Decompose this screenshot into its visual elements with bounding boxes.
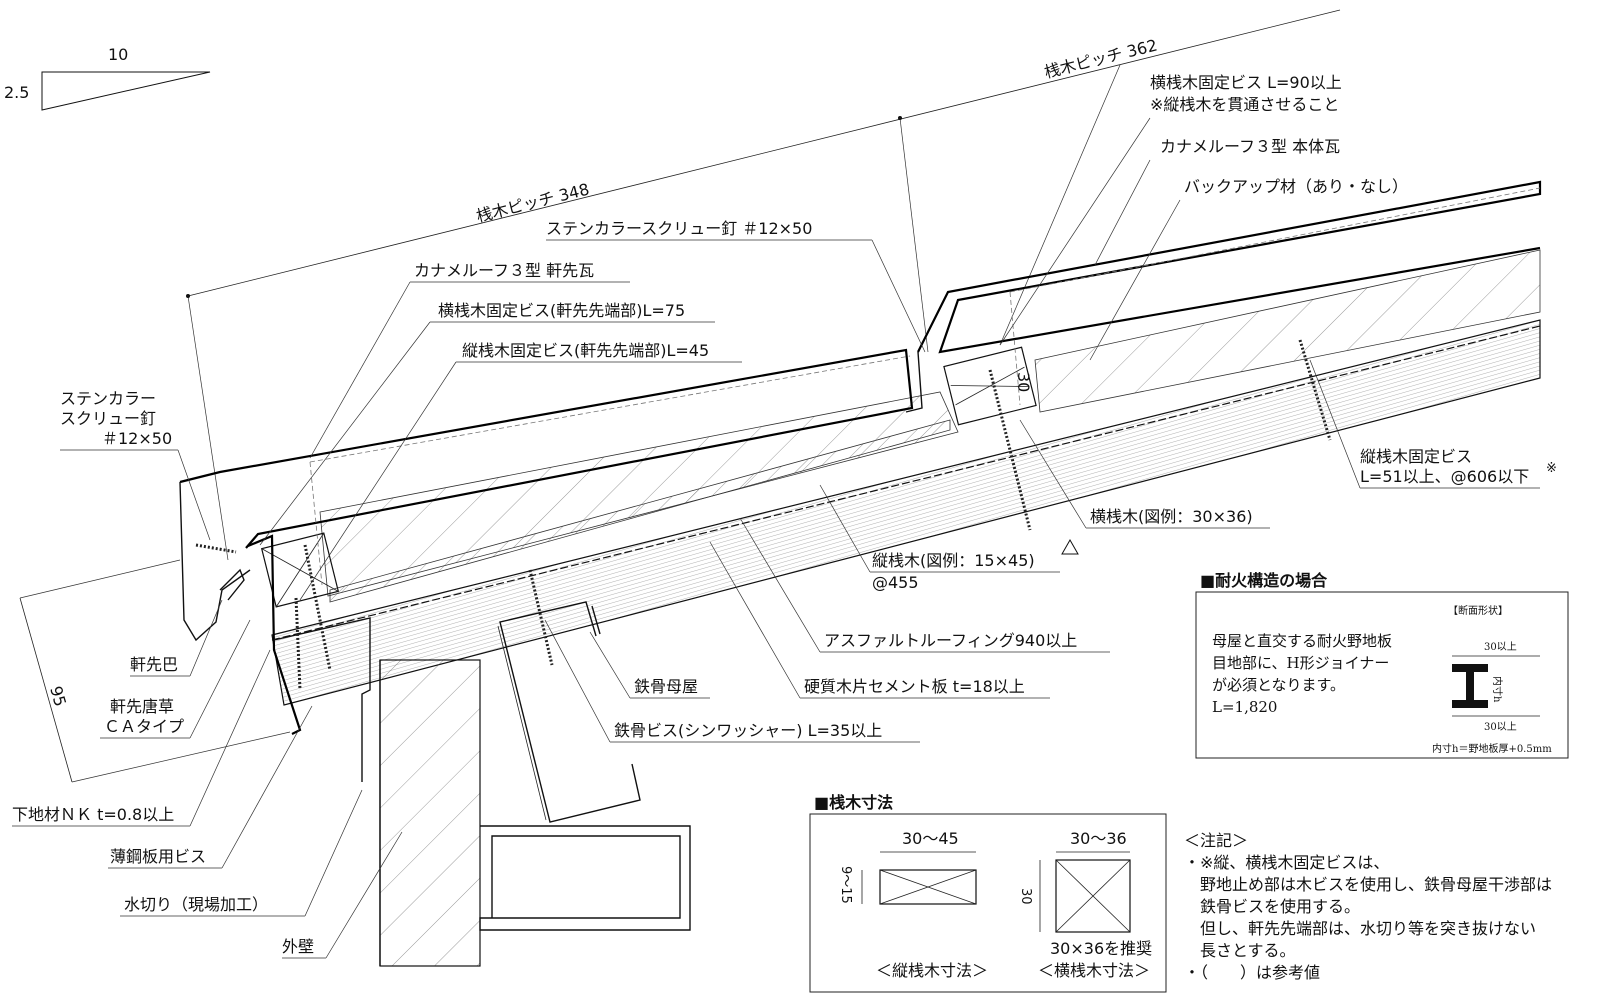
fire-box-text-1: 母屋と直交する耐火野地板 [1212,632,1392,650]
notes-heading: ＜注記＞ [1184,831,1248,850]
fire-box-section-label: 【断面形状】 [1448,604,1508,617]
batten-tate-caption: ＜縦桟木寸法＞ [876,961,988,980]
steel-purlin [479,601,691,931]
label-left-nail-1: ステンカラー [60,389,156,408]
label-asphalt: アスファルトルーフィング940以上 [824,631,1077,650]
tatesan-section-rect [879,869,977,905]
yokosan-batten-upper [943,346,1037,426]
label-left-nail-3: ＃12×50 [102,429,172,448]
fire-box-text-3: が必須となります。 [1212,676,1345,694]
label-base-nk: 下地材ＮＫ t=0.8以上 [12,805,174,824]
notes-line-3: 鉄骨ビスを使用する。 [1200,897,1360,916]
exterior-wall [379,659,481,967]
batten-yoko-width: 30～36 [1070,829,1127,848]
dim-30-batten: 30 [1014,372,1033,392]
eave-dimension-95: 95 [19,559,291,783]
label-screw-nail: ステンカラースクリュー釘 ＃12×50 [546,219,812,238]
batten-yoko-caption: ＜横桟木寸法＞ [1038,961,1150,980]
batten-tate-height: 9～15 [838,866,853,904]
labels: 横桟木固定ビス L=90以上 ※縦桟木を貫通させること カナメルーフ３型 本体瓦… [12,73,1557,956]
fire-box-text-2: 目地部に、H形ジョイナー [1212,654,1389,672]
label-eave-karakusa-2: ＣＡタイプ [104,717,184,736]
notes-line-4: 但し、軒先先端部は、水切り等を突き抜けない [1200,919,1536,938]
label-yokosan-screw-eave: 横桟木固定ビス(軒先先端部)L=75 [438,301,685,320]
slope-run: 10 [108,45,128,64]
batten-tate-width: 30～45 [902,829,959,848]
label-left-nail-2: スクリュー釘 [60,409,156,428]
h-joiner-icon [1452,664,1488,708]
label-tatesan-screw-mark: ※ [1546,461,1557,476]
label-tatesan-screw-right-2: L=51以上、@606以下 [1360,467,1529,486]
leader-lines [12,117,1540,959]
batten-layer: 30 [260,249,1541,608]
label-cement-board: 硬質木片セメント板 t=18以上 [804,677,1025,696]
fire-box-note: 内寸h＝野地板厚+0.5mm [1432,742,1552,755]
cement-board [271,319,1541,706]
notes-line-1: ・※縦、横桟木固定ビスは、 [1184,853,1389,872]
dim-95: 95 [46,684,70,709]
label-tatesan-screw-eave: 縦桟木固定ビス(軒先先端部)L=45 [462,341,709,360]
label-backup: バックアップ材（あり・なし） [1184,177,1408,196]
label-steel-purlin: 鉄骨母屋 [634,677,698,696]
label-tatesan-1: 縦桟木(図例：15×45) [872,551,1035,570]
fire-box-frame [1195,591,1569,759]
label-yokosan-screw-top-1: 横桟木固定ビス L=90以上 [1150,73,1342,92]
notes: ＜注記＞ ・※縦、横桟木固定ビスは、 野地止め部は木ビスを使用し、鉄骨母屋干渉部… [1184,831,1552,982]
batten-box-frame [809,813,1167,993]
batten-yoko-recommend: 30×36を推奨 [1050,939,1152,958]
slope-indicator: 10 2.5 [4,45,211,111]
pitch-upper: 桟木ピッチ 362 [1042,35,1159,81]
slope-rise: 2.5 [4,83,29,102]
batten-dimension-panel: ■桟木寸法 30～45 9～15 ＜縦桟木寸法＞ 30～36 30 30×36を… [809,793,1167,993]
label-tatesan-screw-right-1: 縦桟木固定ビス [1360,447,1472,466]
label-yokosan: 横桟木(図例：30×36) [1090,507,1253,526]
batten-box-title: ■桟木寸法 [814,793,893,812]
warning-icon [1061,538,1079,555]
label-eave-tile: カナメルーフ３型 軒先瓦 [414,261,594,280]
label-tatesan-2: @455 [872,573,919,592]
batten-yoko-height: 30 [1018,888,1033,905]
notes-line-6: ・（ ）は参考値 [1184,963,1320,982]
fire-box-dim-top: 30以上 [1484,641,1517,653]
label-sheet-screw: 薄鋼板用ビス [110,847,206,866]
slope-triangle [41,71,211,111]
yokosan-section-rect [1055,859,1131,933]
notes-line-5: 長さとする。 [1200,941,1296,960]
label-eave-karakusa-1: 軒先唐草 [110,697,174,716]
yokosan-batten-eave [260,532,340,608]
fire-structure-panel: ■耐火構造の場合 【断面形状】 母屋と直交する耐火野地板 目地部に、H形ジョイナ… [1195,571,1569,759]
notes-line-2: 野地止め部は木ビスを使用し、鉄骨母屋干渉部は [1200,875,1552,894]
label-flashing: 水切り（現場加工） [124,895,268,914]
fire-box-title: ■耐火構造の場合 [1200,571,1328,590]
label-steel-screw: 鉄骨ビス(シンワッシャー) L=35以上 [614,721,882,740]
fire-box-inner: 内寸h [1491,676,1504,703]
label-main-tile: カナメルーフ３型 本体瓦 [1160,137,1340,156]
label-eave-tomoe: 軒先巴 [130,655,178,674]
label-exterior-wall: 外壁 [282,937,314,956]
fire-box-text-4: L=1,820 [1212,698,1277,716]
label-yokosan-screw-top-2: ※縦桟木を貫通させること [1150,95,1339,114]
fire-box-dim-bottom: 30以上 [1484,721,1517,733]
screws [195,339,1332,691]
